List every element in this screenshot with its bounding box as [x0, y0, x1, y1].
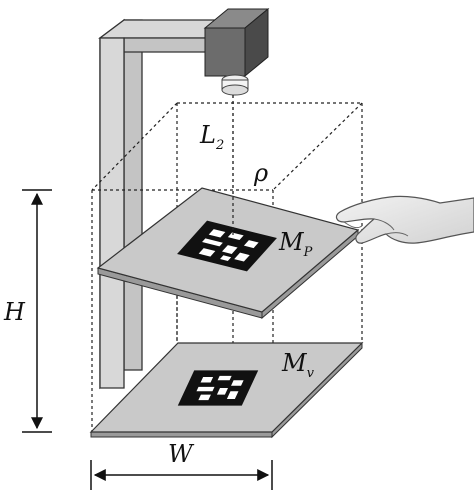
aruco-marker-icon	[177, 370, 259, 406]
top-plate	[96, 187, 360, 320]
hand-finger-line-1	[373, 218, 395, 231]
box-top-right-edge	[272, 102, 363, 191]
camera-lens-bottom	[221, 84, 249, 96]
stand-arm-front	[123, 37, 211, 53]
bottom-plate-edge	[90, 431, 273, 438]
label-mv: Mv	[281, 349, 315, 381]
width-dimension	[90, 460, 273, 490]
hand-icon	[335, 195, 474, 244]
stand-pole-main	[99, 37, 125, 389]
box-top-left-edge	[91, 102, 178, 191]
height-dimension	[22, 189, 52, 433]
stand-pole-front	[123, 19, 143, 371]
camera-icon	[203, 7, 270, 96]
hand-finger-line-2	[385, 232, 409, 237]
label-h: H	[3, 298, 26, 326]
camera-front	[204, 27, 246, 77]
aruco-marker-icon	[177, 220, 277, 272]
bottom-plate	[89, 341, 364, 439]
label-l2: L2	[199, 121, 224, 153]
label-w: W	[168, 440, 195, 468]
label-mp: MP	[278, 228, 313, 260]
label-rho: ρ	[253, 159, 268, 187]
hand-thumb	[343, 221, 363, 229]
hand-shape	[335, 195, 474, 244]
